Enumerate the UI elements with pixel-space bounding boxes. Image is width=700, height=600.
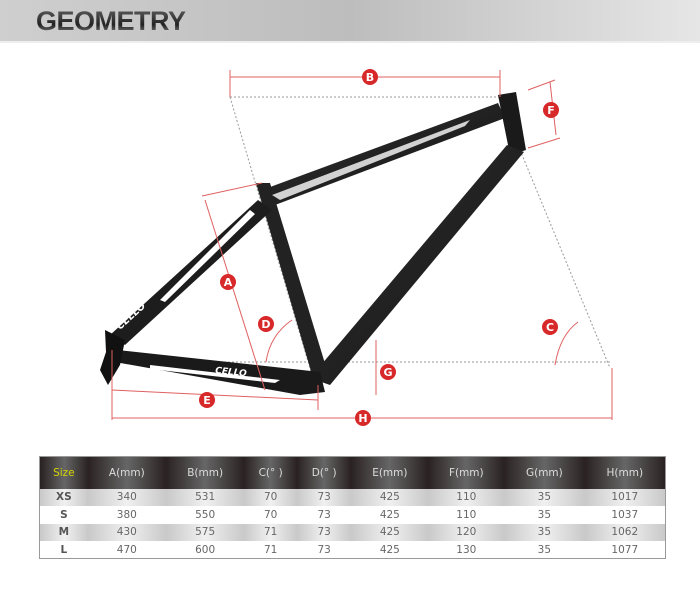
size-cell: L [60, 543, 68, 556]
size-cell: XS [39, 488, 88, 506]
marker-f: F [543, 102, 559, 118]
size-cell: S [60, 508, 68, 521]
marker-g: G [380, 364, 396, 380]
svg-text:H: H [358, 412, 367, 425]
dimension-markers: B F A D C G E H [199, 69, 559, 426]
table-row: L 470 600 71 73 425 130 35 1077 [40, 541, 666, 559]
value-cell: 425 [351, 523, 429, 541]
value-cell: 110 [428, 488, 505, 506]
col-c: C(° ) [244, 456, 297, 489]
value-cell: 430 [87, 523, 166, 541]
page-title: GEOMETRY [36, 6, 186, 36]
col-f: F(mm) [428, 456, 505, 489]
svg-text:A: A [224, 276, 233, 289]
marker-c: C [542, 319, 558, 335]
value-cell: 35 [504, 488, 585, 506]
value-cell: 120 [428, 523, 505, 541]
value-cell: 71 [263, 543, 278, 556]
marker-a: A [220, 274, 236, 290]
value-cell: 550 [195, 508, 216, 521]
size-cell: M [39, 523, 88, 541]
value-cell: 35 [504, 523, 585, 541]
bike-frame: CELLO CELLO XC [100, 92, 526, 395]
marker-d: D [258, 316, 274, 332]
guide-lines [112, 96, 611, 386]
col-b: B(mm) [165, 456, 245, 489]
col-e: E(mm) [351, 456, 429, 489]
value-cell: 425 [379, 508, 400, 521]
col-d: D(° ) [296, 456, 352, 489]
value-cell: 531 [165, 488, 245, 506]
value-cell: 600 [195, 543, 216, 556]
value-cell: 73 [296, 523, 352, 541]
table-row: S 380 550 70 73 425 110 35 1037 [40, 506, 666, 524]
value-cell: 70 [244, 488, 297, 506]
value-cell: 470 [116, 543, 137, 556]
svg-text:F: F [547, 104, 555, 117]
header-banner: GEOMETRY [0, 0, 700, 43]
frame-geometry-diagram: CELLO CELLO XC B F A D C G E H [100, 69, 613, 426]
value-cell: 1077 [611, 543, 639, 556]
value-cell: 1062 [584, 523, 666, 541]
dimension-lines [111, 70, 613, 420]
geometry-table: Size A(mm) B(mm) C(° ) D(° ) E(mm) F(mm)… [39, 456, 666, 559]
value-cell: 340 [87, 488, 166, 506]
table-header-row: Size A(mm) B(mm) C(° ) D(° ) E(mm) F(mm)… [39, 456, 666, 489]
value-cell: 70 [263, 508, 278, 521]
col-g: G(mm) [504, 456, 585, 489]
col-h: H(mm) [584, 456, 666, 489]
value-cell: 130 [456, 543, 477, 556]
col-size: Size [39, 456, 88, 489]
value-cell: 380 [116, 508, 137, 521]
value-cell: 73 [317, 543, 331, 556]
value-cell: 425 [351, 488, 429, 506]
value-cell: 35 [537, 508, 552, 521]
col-a: A(mm) [87, 456, 166, 489]
chainstay-text-cello: CELLO [215, 366, 248, 379]
value-cell: 1017 [584, 488, 666, 506]
marker-e: E [199, 392, 215, 408]
value-cell: 73 [317, 508, 331, 521]
value-cell: 71 [244, 523, 297, 541]
value-cell: 425 [379, 543, 400, 556]
marker-b: B [362, 69, 378, 85]
svg-text:D: D [261, 318, 270, 331]
svg-text:B: B [366, 71, 374, 84]
value-cell: 73 [296, 488, 352, 506]
svg-text:E: E [203, 394, 211, 407]
marker-h: H [355, 410, 371, 426]
value-cell: 1037 [611, 508, 639, 521]
value-cell: 575 [165, 523, 245, 541]
value-cell: 35 [537, 543, 552, 556]
value-cell: 110 [456, 508, 477, 521]
svg-text:C: C [546, 321, 554, 334]
svg-text:G: G [383, 366, 392, 379]
